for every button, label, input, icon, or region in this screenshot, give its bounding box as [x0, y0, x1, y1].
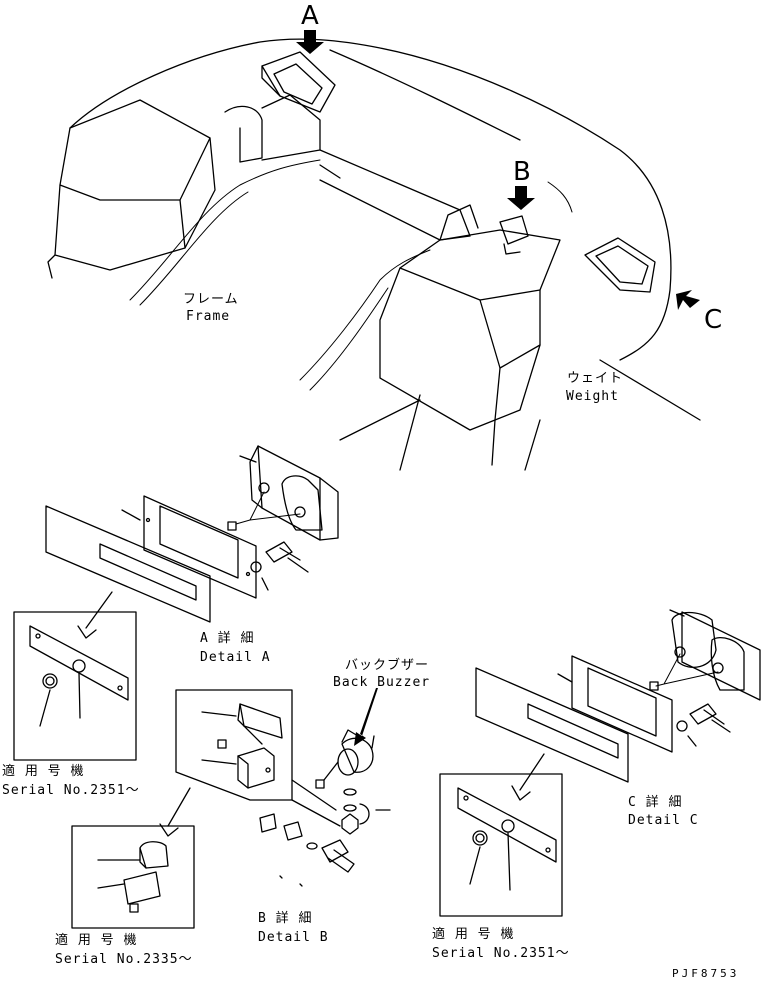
serial-b-jp: 適 用 号 機: [55, 932, 137, 948]
callout-a-arrow: [296, 30, 324, 54]
drawing-code: PJF8753: [672, 967, 739, 980]
serial-b-en: Serial No.2335～: [55, 952, 193, 967]
callout-c-arrow: [676, 290, 700, 310]
serial-left-jp: 適 用 号 機: [2, 763, 84, 779]
weight-label-en: Weight: [566, 389, 619, 404]
detail-c-label-jp: C 詳 細: [628, 794, 682, 810]
weight-label-jp: ウェイト: [567, 371, 623, 386]
frame-label-en: Frame: [186, 309, 230, 324]
callout-a-label: A: [301, 1, 319, 31]
callout-b-arrow: [507, 186, 535, 210]
machine-rear-overview: A B C フレーム Frame ウェイト Weight: [47, 1, 722, 471]
callout-b-label: B: [513, 157, 531, 187]
detail-b: B 詳 細 Detail B バックブザー Back Buzzer: [159, 657, 430, 945]
detail-b-label-jp: B 詳 細: [258, 910, 312, 926]
buzzer-pointer-arrow: [354, 688, 378, 746]
serial-variant-left: 適 用 号 機 Serial No.2351～: [2, 611, 140, 798]
back-buzzer-label-en: Back Buzzer: [333, 675, 430, 690]
serial-right-en: Serial No.2351～: [432, 946, 570, 961]
detail-c-label-en: Detail C: [628, 813, 699, 828]
serial-variant-b: 適 用 号 機 Serial No.2335～: [55, 825, 195, 967]
buzzer-b-mounted: [499, 215, 529, 255]
back-buzzer-label-jp: バックブザー: [345, 657, 429, 673]
frame-label-jp: フレーム: [183, 292, 239, 307]
detail-c: C 詳 細 Detail C: [475, 609, 761, 828]
detail-a-label-jp: A 詳 細: [200, 630, 254, 646]
detail-b-label-en: Detail B: [258, 930, 329, 945]
lamp-c-mounted: [584, 237, 656, 293]
serial-right-jp: 適 用 号 機: [432, 926, 514, 942]
serial-variant-right: 適 用 号 機 Serial No.2351～: [432, 773, 570, 961]
lamp-a-mounted: [261, 51, 336, 113]
callout-c-label: C: [704, 305, 722, 335]
serial-left-en: Serial No.2351～: [2, 783, 140, 798]
detail-a-label-en: Detail A: [200, 650, 271, 665]
detail-a: A 詳 細 Detail A: [45, 445, 339, 665]
